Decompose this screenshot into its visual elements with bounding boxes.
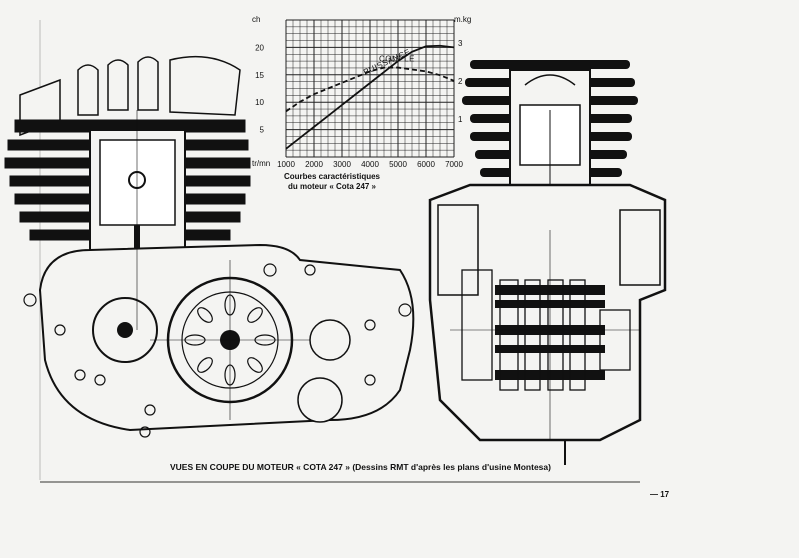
x-tick-label: 1000: [277, 160, 295, 169]
y-left-unit-label: ch: [252, 15, 260, 24]
y-right-unit-label: m.kg: [454, 15, 471, 24]
series-label-couple: COUPLE: [379, 55, 415, 64]
x-tick-label: 7000: [445, 160, 463, 169]
x-tick-label: 6000: [417, 160, 435, 169]
chart-grid: [285, 19, 455, 158]
x-tick-label: 5000: [389, 160, 407, 169]
series-line-couple: [285, 66, 455, 113]
y-left-tick-label: 20: [255, 43, 264, 52]
x-unit-label: tr/mn: [252, 159, 270, 168]
figure-caption: VUES EN COUPE DU MOTEUR « COTA 247 » (De…: [170, 462, 551, 472]
chart-title-line-1: Courbes caractéristiques: [283, 172, 381, 181]
chart-ticks: 1000 2000 3000 4000 5000 6000 7000 5 10 15 20 1 2 3: [255, 39, 463, 169]
y-left-tick-label: 10: [255, 98, 264, 107]
x-tick-label: 2000: [305, 160, 323, 169]
y-left-tick-label: 5: [260, 126, 265, 135]
x-tick-label: 3000: [333, 160, 351, 169]
x-tick-label: 4000: [361, 160, 379, 169]
y-left-tick-label: 15: [255, 71, 264, 80]
page-number: — 17: [650, 490, 670, 499]
series-line-puissance: [285, 44, 455, 150]
y-right-tick-label: 1: [458, 115, 463, 124]
chart-title-line-2: du moteur « Cota 247 »: [287, 182, 377, 191]
y-right-tick-label: 2: [458, 77, 463, 86]
y-right-tick-label: 3: [458, 39, 463, 48]
chart-title: Courbes caractéristiques du moteur « Cot…: [262, 172, 402, 192]
